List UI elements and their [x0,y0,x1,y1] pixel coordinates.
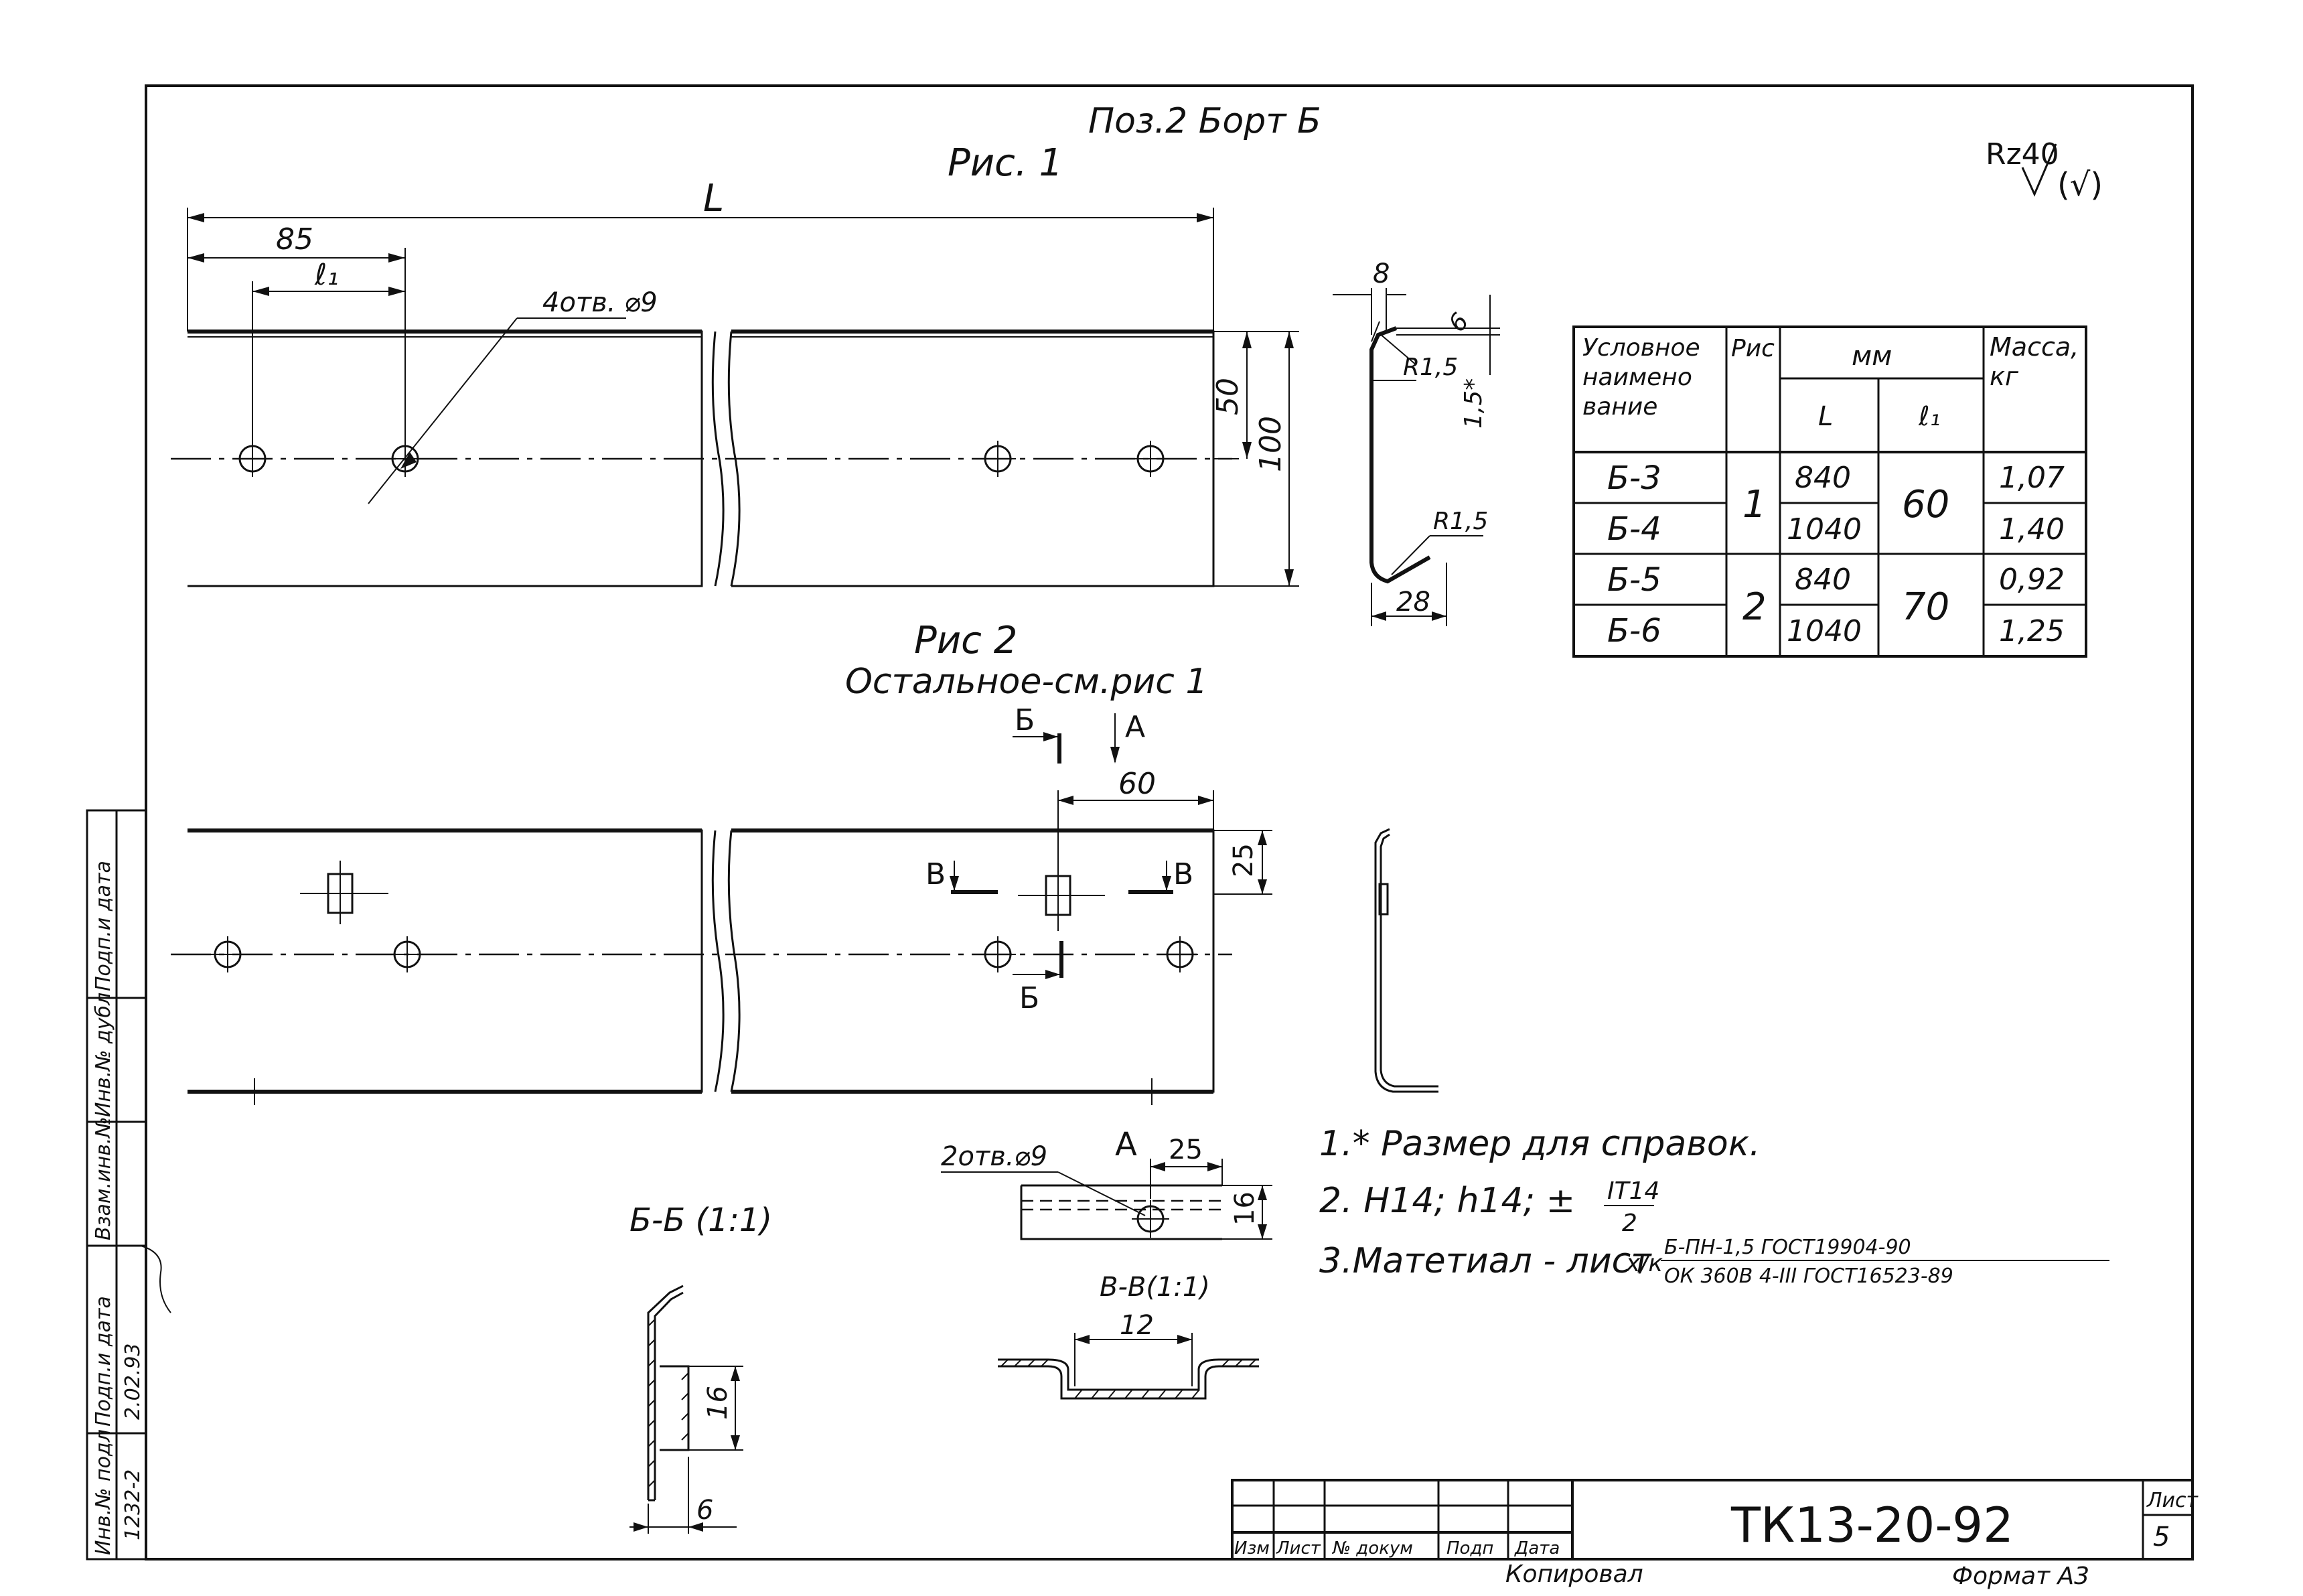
profile-view-2 [1374,828,1438,1093]
fig2-dim-25: 25 [1228,843,1259,877]
fig2-section-marks [950,713,1272,979]
drawing-frame [145,84,2194,1561]
table-header-mm: мм [1852,341,1892,372]
view-a [941,1159,1272,1240]
note-2-frac-top: IT14 [1607,1177,1659,1205]
section-vv [998,1333,1259,1400]
mark-a: А [1125,710,1145,744]
strip-cell-1: Подп.и дата [92,861,115,991]
table-row-mass: 1,25 [1999,614,2065,648]
strip-inv-no: 1232-2 [121,1469,145,1540]
fig2-dim-60: 60 [1118,767,1156,801]
fig1-title: Рис. 1 [948,141,1063,185]
profile-dim-15: 1,5* [1460,378,1487,429]
fig2-title: Рис 2 [914,619,1017,662]
dim-100: 100 [1254,416,1288,472]
col-sign: Подп [1446,1538,1493,1558]
dim-50: 50 [1211,378,1245,415]
title-block [1231,1479,2194,1561]
table-row-name: Б-3 [1607,459,1661,497]
fig1-dimensions [187,208,1299,587]
section-vv-label: В-В(1:1) [1100,1272,1210,1303]
table-row-fig: 1 [1742,483,1767,526]
col-list: Лист [1276,1538,1321,1558]
table-row-L: 840 [1795,461,1851,495]
format-label: Формат А3 [1952,1563,2089,1590]
section-bb-dim-6: 6 [696,1495,713,1526]
note-3-top: Б-ПН-1,5 ГОСТ19904-90 [1664,1236,1911,1259]
sheet-no: 5 [2153,1522,2170,1552]
dim-L: L [703,177,724,220]
fig2-plate [171,828,1232,1105]
section-vv-dim-12: 12 [1120,1310,1154,1341]
section-bb-dim-16: 16 [702,1386,733,1420]
profile-r-top: R1,5 [1403,354,1458,381]
table-row-L: 1040 [1787,512,1862,547]
table-row-fig: 2 [1742,585,1767,629]
mark-v-right: В [1173,857,1193,891]
fig2-subtitle: Остальное-см.рис 1 [845,662,1207,702]
fig1-plate [171,330,1232,587]
note-1: 1.* Размер для справок. [1319,1124,1761,1164]
table-row-name: Б-5 [1607,561,1661,599]
table-row-l1: 70 [1902,585,1949,629]
mark-b-top: Б [1015,703,1035,737]
dim-l1: ℓ₁ [314,258,339,292]
strip-cell-2: Инв.№ дубл [92,993,115,1117]
col-izm: Изм [1234,1538,1270,1558]
mark-b-bottom: Б [1019,981,1039,1015]
profile-view-1 [1333,288,1500,626]
roughness-value: Rz40 [1986,137,2059,171]
note-3: 3.Матетиал - лист [1319,1241,1652,1281]
copied-label: Копировал [1505,1561,1643,1588]
notes: 1.* Размер для справок. 2. H14; h14; ± I… [1319,1124,2109,1288]
holes-note: 4отв. ⌀9 [542,287,658,318]
table-row-mass: 0,92 [1999,563,2065,597]
left-strip [86,809,171,1561]
strip-cell-5: Инв.№ подл [92,1429,115,1555]
table-sub-l1: ℓ₁ [1918,401,1941,432]
note-2-frac-bottom: 2 [1622,1210,1637,1237]
table-row-L: 840 [1795,563,1851,597]
col-doc: № докум [1331,1538,1413,1558]
table-row-mass: 1,40 [1999,512,2065,547]
strip-sign-date: 2.02.93 [121,1343,145,1420]
section-bb-label: Б-Б (1:1) [629,1202,772,1239]
mark-v-left: В [925,857,946,891]
profile-dim-6: 6 [1443,308,1474,338]
roughness-symbol: Rz40 (√) [1986,137,2103,204]
sheet-label: Лист [2146,1489,2199,1512]
table-row-l1: 60 [1902,483,1949,526]
roughness-general: (√) [2057,166,2103,204]
table-row-L: 1040 [1787,614,1862,648]
parts-table [1572,325,2087,658]
table-row-mass: 1,07 [1999,461,2065,495]
profile-dim-8: 8 [1373,259,1390,289]
strip-cell-3: Взам.инв.№ [92,1116,115,1240]
view-a-dim-25: 25 [1169,1135,1203,1165]
table-header-mass: Масса, кг [1990,332,2079,391]
profile-dim-28: 28 [1396,587,1430,618]
table-row-name: Б-4 [1607,510,1661,548]
table-sub-L: L [1818,401,1833,432]
table-row-name: Б-6 [1607,612,1661,650]
note-3-bottom: ОК 360В 4-III ГОСТ16523-89 [1664,1264,1953,1288]
view-a-holes: 2отв.⌀9 [941,1141,1047,1172]
view-a-dim-16: 16 [1230,1191,1260,1226]
dim-85: 85 [276,222,313,257]
note-3-mark: х/к [1625,1250,1663,1277]
col-date: Дата [1514,1538,1560,1558]
position-title: Поз.2 Борт Б [1088,101,1321,141]
table-header-name: Условное наимено вание [1582,334,1700,421]
note-2: 2. H14; h14; ± [1319,1181,1575,1221]
strip-cell-4: Подп.и дата [92,1296,115,1427]
table-header-fig: Рис [1731,335,1775,362]
view-a-label: А [1115,1126,1137,1163]
section-bb [629,1285,743,1534]
profile-r-bottom: R1,5 [1433,508,1488,535]
doc-code: ТК13-20-92 [1730,1497,2014,1553]
